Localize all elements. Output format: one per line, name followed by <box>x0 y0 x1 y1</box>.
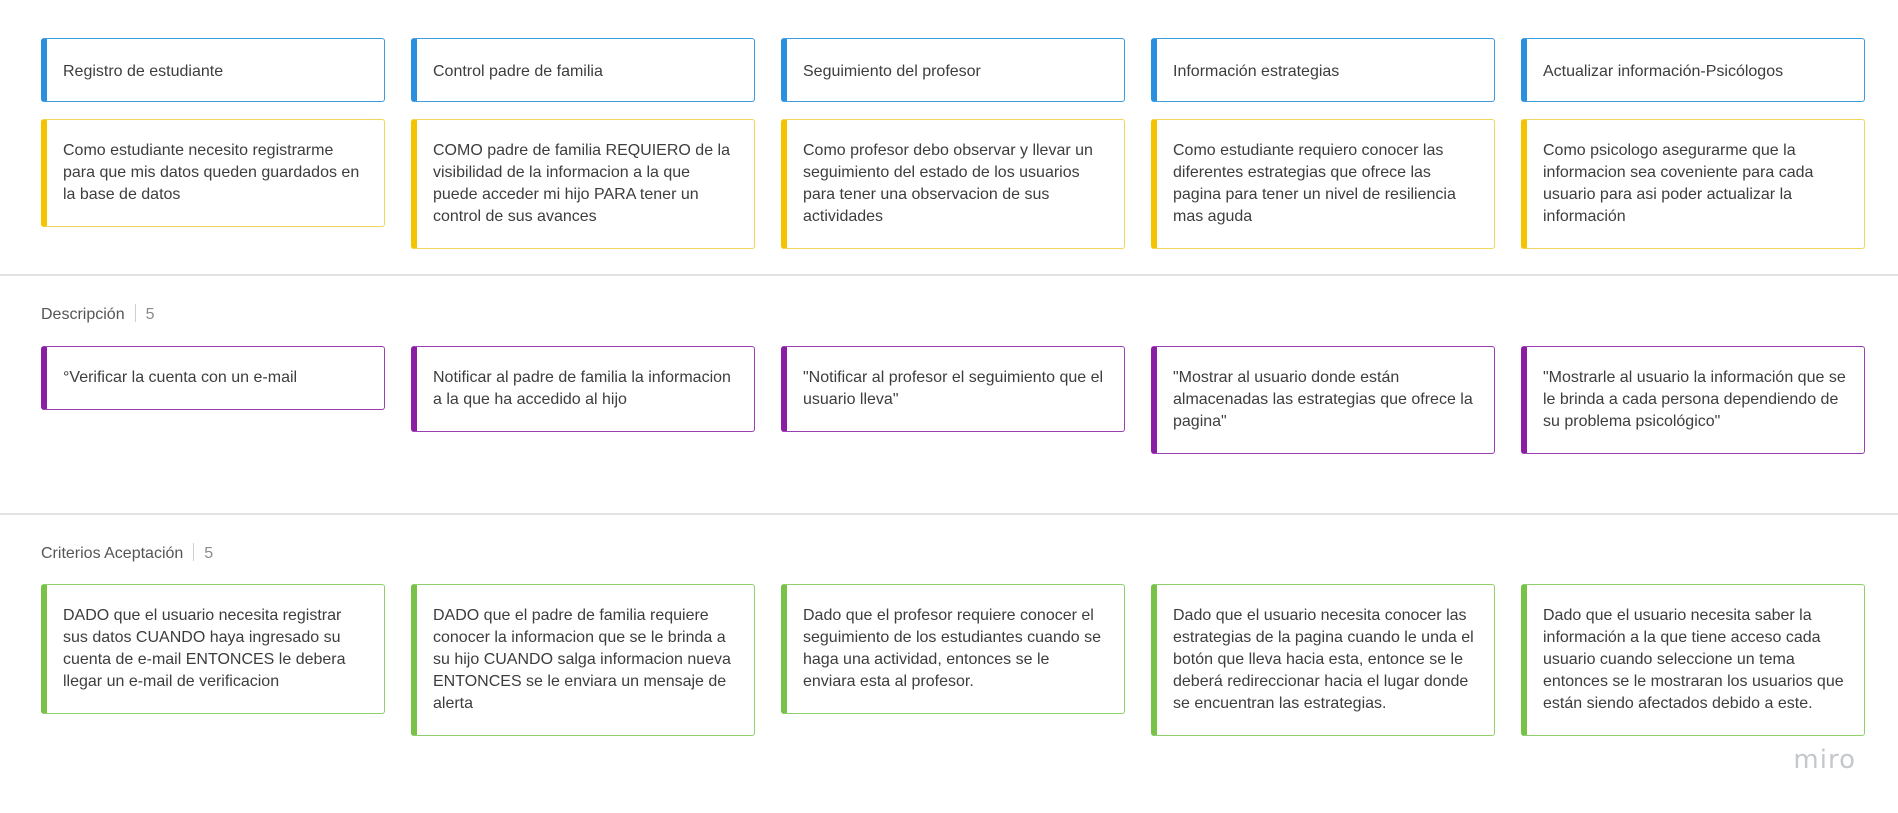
criteria-card-text: Dado que el profesor requiere conocer el… <box>803 607 1101 690</box>
section-divider <box>0 513 1898 515</box>
criteria-card-text: DADO que el padre de familia requiere co… <box>433 607 731 712</box>
description-card-1[interactable]: °Verificar la cuenta con un e-mail <box>41 346 385 410</box>
story-card-2[interactable]: COMO padre de familia REQUIERO de la vis… <box>411 119 755 249</box>
description-card-text: "Mostrar al usuario donde están almacena… <box>1173 369 1473 430</box>
header-card-label: Seguimiento del profesor <box>803 63 981 80</box>
criteria-card-5[interactable]: Dado que el usuario necesita saber la in… <box>1521 584 1865 736</box>
description-section-label: Descripción 5 <box>41 304 155 325</box>
criteria-card-2[interactable]: DADO que el padre de familia requiere co… <box>411 584 755 736</box>
description-card-text: Notificar al padre de familia la informa… <box>433 369 731 408</box>
description-card-3[interactable]: "Notificar al profesor el seguimiento qu… <box>781 346 1125 432</box>
criteria-card-1[interactable]: DADO que el usuario necesita registrar s… <box>41 584 385 714</box>
story-card-text: Como profesor debo observar y llevar un … <box>803 142 1093 225</box>
description-card-2[interactable]: Notificar al padre de familia la informa… <box>411 346 755 432</box>
header-card-informacion[interactable]: Información estrategias <box>1151 38 1495 102</box>
header-card-actualizar[interactable]: Actualizar información-Psicólogos <box>1521 38 1865 102</box>
header-card-label: Control padre de familia <box>433 63 603 80</box>
story-card-text: Como estudiante requiero conocer las dif… <box>1173 142 1456 225</box>
criteria-card-text: DADO que el usuario necesita registrar s… <box>63 607 346 690</box>
description-card-text: "Notificar al profesor el seguimiento qu… <box>803 369 1104 408</box>
description-label-text: Descripción <box>41 306 125 323</box>
header-card-label: Registro de estudiante <box>63 63 224 80</box>
criteria-section-label: Criterios Aceptación 5 <box>41 543 213 564</box>
story-card-1[interactable]: Como estudiante necesito registrarme par… <box>41 119 385 227</box>
description-card-text: "Mostrarle al usuario la información que… <box>1543 369 1846 430</box>
section-divider <box>0 274 1898 276</box>
description-card-4[interactable]: "Mostrar al usuario donde están almacena… <box>1151 346 1495 454</box>
criteria-card-text: Dado que el usuario necesita conocer las… <box>1173 607 1474 712</box>
criteria-card-text: Dado que el usuario necesita saber la in… <box>1543 607 1844 712</box>
description-card-text: °Verificar la cuenta con un e-mail <box>63 369 298 386</box>
story-card-text: Como psicologo asegurarme que la informa… <box>1543 142 1814 225</box>
header-card-label: Actualizar información-Psicólogos <box>1543 63 1784 80</box>
header-card-label: Información estrategias <box>1173 63 1340 80</box>
criteria-label-text: Criterios Aceptación <box>41 545 184 562</box>
story-card-4[interactable]: Como estudiante requiero conocer las dif… <box>1151 119 1495 249</box>
miro-logo: miro <box>1793 745 1856 775</box>
header-card-control[interactable]: Control padre de familia <box>411 38 755 102</box>
story-card-3[interactable]: Como profesor debo observar y llevar un … <box>781 119 1125 249</box>
criteria-card-3[interactable]: Dado que el profesor requiere conocer el… <box>781 584 1125 714</box>
description-count: 5 <box>145 306 155 323</box>
header-card-seguimiento[interactable]: Seguimiento del profesor <box>781 38 1125 102</box>
label-separator <box>193 543 195 561</box>
story-card-5[interactable]: Como psicologo asegurarme que la informa… <box>1521 119 1865 249</box>
header-card-registro[interactable]: Registro de estudiante <box>41 38 385 102</box>
criteria-count: 5 <box>204 545 214 562</box>
description-card-5[interactable]: "Mostrarle al usuario la información que… <box>1521 346 1865 454</box>
label-separator <box>134 304 136 322</box>
story-card-text: Como estudiante necesito registrarme par… <box>63 142 360 203</box>
criteria-card-4[interactable]: Dado que el usuario necesita conocer las… <box>1151 584 1495 736</box>
story-card-text: COMO padre de familia REQUIERO de la vis… <box>433 142 730 225</box>
